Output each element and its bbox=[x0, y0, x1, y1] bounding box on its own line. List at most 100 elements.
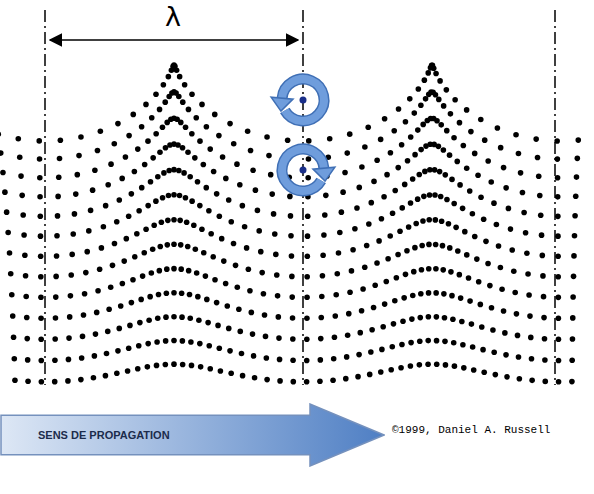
water-particle bbox=[535, 155, 541, 161]
water-particle bbox=[91, 375, 97, 381]
water-particle bbox=[438, 122, 444, 128]
water-particle bbox=[5, 230, 11, 236]
water-particle bbox=[171, 338, 177, 344]
water-particle bbox=[305, 213, 311, 219]
water-particle bbox=[501, 165, 507, 171]
water-particle bbox=[227, 121, 233, 127]
water-particle bbox=[9, 292, 15, 298]
water-particle bbox=[413, 221, 419, 227]
water-particle bbox=[197, 341, 203, 347]
water-particle bbox=[569, 379, 575, 385]
water-particle bbox=[142, 162, 148, 168]
water-particle bbox=[39, 379, 45, 385]
water-particle bbox=[443, 362, 449, 368]
water-particle bbox=[184, 219, 190, 225]
water-particle bbox=[180, 145, 186, 151]
water-particle bbox=[177, 193, 183, 199]
water-particle bbox=[391, 321, 397, 327]
water-particle bbox=[135, 366, 141, 372]
water-particle bbox=[78, 377, 84, 383]
water-particle bbox=[153, 131, 159, 137]
water-particle bbox=[344, 354, 350, 360]
water-particle bbox=[379, 216, 385, 222]
water-particle bbox=[395, 165, 401, 171]
water-particle bbox=[69, 252, 75, 258]
orbit-arrowhead bbox=[271, 97, 293, 111]
water-particle bbox=[217, 213, 223, 219]
water-particle bbox=[455, 248, 461, 254]
water-particle bbox=[54, 233, 60, 239]
water-particle bbox=[66, 335, 72, 341]
water-particle bbox=[95, 288, 101, 294]
water-particle bbox=[290, 357, 296, 363]
water-particle bbox=[570, 315, 576, 321]
water-particle bbox=[67, 314, 73, 320]
water-particle bbox=[110, 263, 116, 269]
water-particle bbox=[214, 191, 220, 197]
water-particle bbox=[38, 358, 44, 364]
water-particle bbox=[454, 159, 460, 165]
water-particle bbox=[237, 329, 243, 335]
water-particle bbox=[570, 294, 576, 300]
water-particle bbox=[556, 379, 562, 385]
water-particle bbox=[52, 379, 58, 385]
water-particle bbox=[139, 124, 145, 130]
water-particle bbox=[478, 302, 484, 308]
water-particle bbox=[195, 179, 201, 185]
water-particle bbox=[125, 368, 131, 374]
water-particle bbox=[470, 211, 476, 217]
direction-arrow: SENS DE PROPAGATION bbox=[0, 403, 385, 467]
water-particle bbox=[524, 250, 530, 256]
water-particle bbox=[176, 94, 182, 100]
water-particle bbox=[444, 128, 450, 134]
water-particle bbox=[433, 217, 439, 223]
water-particle bbox=[403, 272, 409, 278]
water-particle bbox=[539, 253, 545, 259]
water-particle bbox=[319, 294, 325, 300]
water-particle bbox=[556, 295, 562, 301]
water-particle bbox=[101, 224, 107, 230]
water-particle bbox=[24, 315, 30, 321]
water-particle bbox=[401, 295, 407, 301]
water-particle bbox=[460, 342, 466, 348]
water-particle bbox=[211, 169, 217, 175]
water-particle bbox=[515, 333, 521, 339]
water-particle bbox=[520, 190, 526, 196]
wavelength-arrow bbox=[50, 39, 298, 41]
water-particle bbox=[490, 327, 496, 333]
water-particle bbox=[182, 82, 188, 88]
water-particle bbox=[555, 253, 561, 259]
water-particle bbox=[508, 226, 514, 232]
water-particle bbox=[196, 317, 202, 323]
water-particle bbox=[155, 174, 161, 180]
water-particle bbox=[186, 268, 192, 274]
water-particle bbox=[538, 212, 544, 218]
water-particle bbox=[438, 194, 444, 200]
water-particle bbox=[53, 274, 59, 280]
water-particle bbox=[496, 243, 502, 249]
water-particle bbox=[478, 194, 484, 200]
water-particle bbox=[11, 334, 17, 340]
water-particle bbox=[25, 357, 31, 363]
water-particle bbox=[15, 136, 21, 142]
water-particle bbox=[20, 212, 26, 218]
water-particle bbox=[467, 188, 473, 194]
water-particle bbox=[19, 193, 25, 199]
water-particle bbox=[268, 172, 274, 178]
water-particle bbox=[518, 170, 524, 176]
water-particle bbox=[55, 194, 61, 200]
water-particle bbox=[362, 264, 368, 270]
orbit-arrows bbox=[271, 79, 335, 191]
water-particle bbox=[466, 275, 472, 281]
water-particle bbox=[483, 239, 489, 245]
water-particle bbox=[237, 182, 243, 188]
water-particle bbox=[501, 308, 507, 314]
water-particle bbox=[228, 371, 234, 377]
water-particle bbox=[256, 228, 262, 234]
water-particle bbox=[94, 310, 100, 316]
water-particle bbox=[74, 172, 80, 178]
particle-grid bbox=[0, 62, 581, 384]
water-particle bbox=[161, 82, 167, 88]
water-particle bbox=[488, 179, 494, 185]
water-particle bbox=[219, 236, 225, 242]
